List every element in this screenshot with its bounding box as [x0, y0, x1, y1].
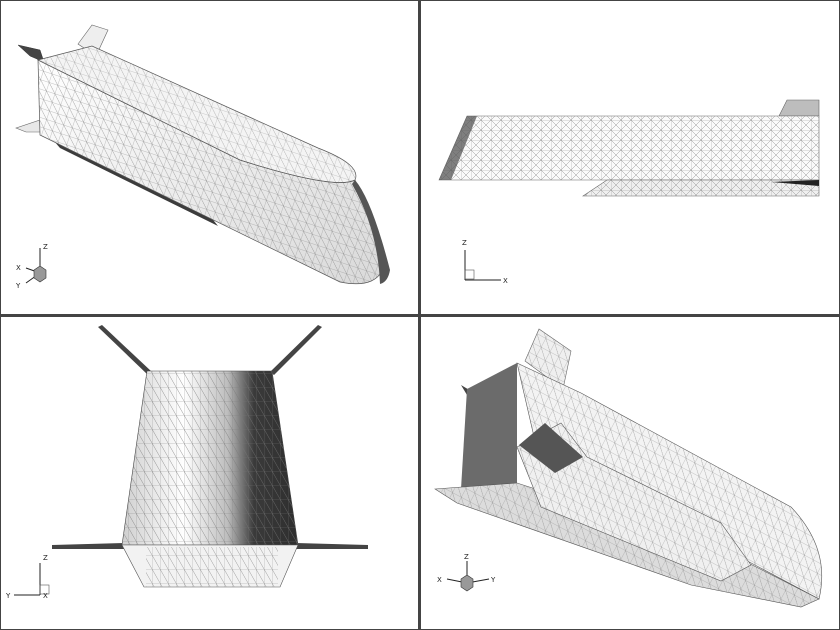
- rear-fin: [778, 99, 820, 117]
- keel-opening: [519, 423, 583, 473]
- panel-isometric-front[interactable]: Z X Y: [0, 0, 418, 314]
- axis-label-z: Z: [43, 554, 48, 562]
- right-wing: [296, 543, 368, 549]
- axis-label-y: Y: [6, 592, 11, 600]
- axis-label-y: Y: [15, 282, 21, 290]
- hull-isometric-front-render: [15, 24, 390, 285]
- horizontal-divider[interactable]: [0, 314, 840, 317]
- axis-triad: Z X Y: [15, 243, 48, 290]
- nose-edge: [352, 180, 390, 284]
- axis-label-x: X: [437, 576, 442, 584]
- frame-left: [0, 0, 1, 630]
- panel-front-view[interactable]: Z Y X: [0, 317, 418, 630]
- upper-left-fin: [98, 325, 152, 375]
- axis-label-z: Z: [462, 239, 467, 247]
- hull-side-view-render: [438, 99, 820, 197]
- hull-nose-shade: [439, 116, 477, 180]
- axis-label-x: X: [16, 264, 21, 272]
- panel-isometric-rear[interactable]: Z X Y: [421, 317, 840, 630]
- axis-label-x: X: [503, 277, 508, 285]
- left-wing: [52, 543, 124, 549]
- panel-side-view[interactable]: Z X: [421, 0, 840, 314]
- axis-label-x: X: [43, 592, 48, 600]
- axis-triad: Z X: [462, 239, 508, 285]
- axis-label-y: Y: [490, 576, 496, 584]
- upper-right-fin: [270, 325, 322, 375]
- axis-triad: Z X Y: [437, 553, 496, 592]
- frame-top: [0, 0, 840, 1]
- axis-label-z: Z: [43, 243, 48, 251]
- rear-face: [461, 363, 517, 489]
- axis-label-z: Z: [464, 553, 469, 561]
- axis-triad: Z Y X: [6, 554, 50, 600]
- hull-isometric-rear-render: [434, 328, 822, 608]
- hull-front-view-render: [52, 325, 368, 588]
